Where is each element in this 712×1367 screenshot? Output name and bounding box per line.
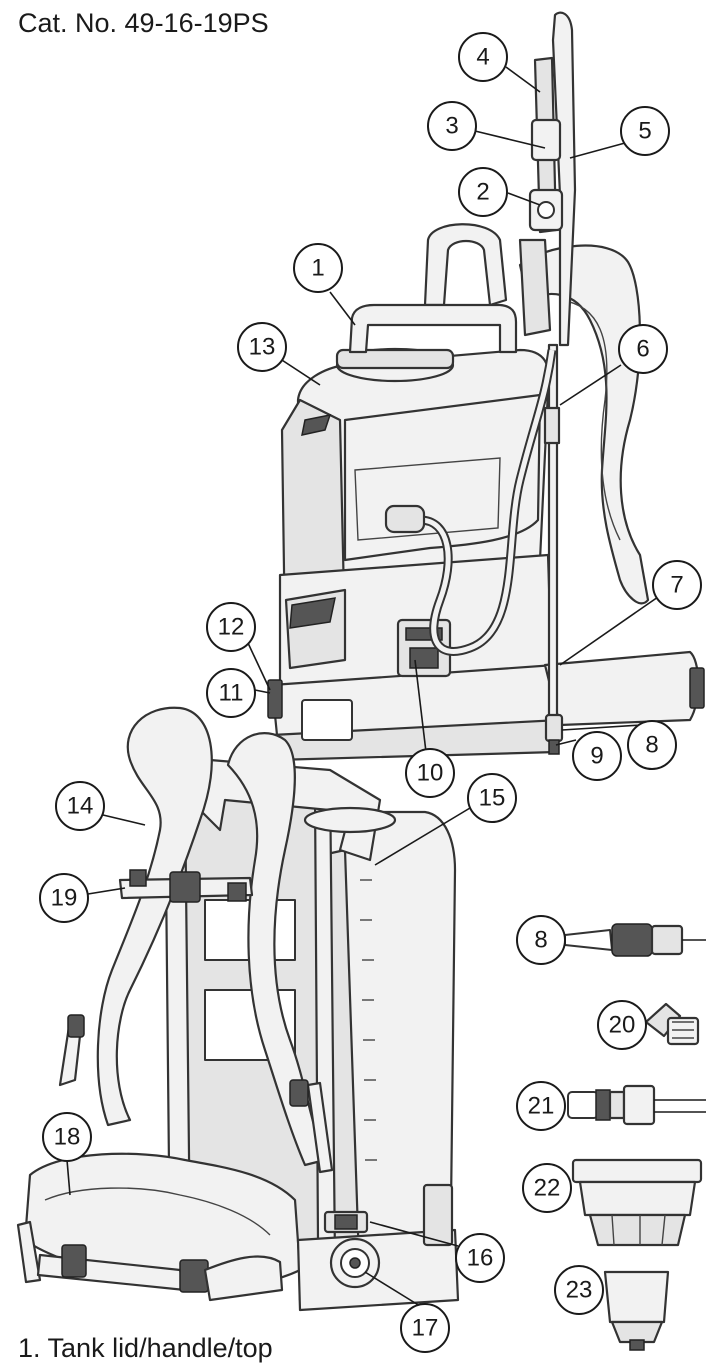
callout-12: 12	[206, 602, 256, 652]
svg-text:12: 12	[218, 614, 245, 641]
callout-22: 22	[522, 1163, 572, 1213]
svg-text:14: 14	[67, 793, 94, 820]
elbow-fitting-drawing	[644, 1002, 700, 1046]
svg-text:11: 11	[219, 680, 244, 707]
callout-10: 10	[405, 748, 455, 798]
callout-16: 16	[455, 1233, 505, 1283]
callout-11: 11	[206, 668, 256, 718]
callout-7: 7	[652, 560, 702, 610]
svg-text:19: 19	[51, 885, 78, 912]
svg-text:5: 5	[638, 118, 651, 145]
callouts: 1 2 3 4 5 6 7 8 9 10 11 12 13 14 15 19 1…	[39, 32, 702, 1353]
callout-21: 21	[516, 1081, 566, 1131]
callout-3: 3	[427, 101, 477, 151]
callout-6: 6	[618, 324, 668, 374]
callout-9: 9	[572, 731, 622, 781]
svg-text:2: 2	[476, 179, 489, 206]
callout-5: 5	[620, 106, 670, 156]
callout-17: 17	[400, 1303, 450, 1353]
callout-14: 14	[55, 781, 105, 831]
svg-text:23: 23	[566, 1277, 593, 1304]
svg-text:3: 3	[445, 113, 458, 140]
svg-text:1: 1	[311, 255, 324, 282]
svg-text:6: 6	[636, 336, 649, 363]
svg-text:18: 18	[54, 1124, 81, 1151]
svg-text:10: 10	[417, 760, 444, 787]
nozzle-drawing	[564, 923, 706, 957]
svg-text:17: 17	[412, 1315, 439, 1342]
svg-text:13: 13	[249, 334, 276, 361]
callout-8: 8	[627, 720, 677, 770]
callout-15: 15	[467, 773, 517, 823]
filter-basket-drawing	[571, 1158, 703, 1247]
sprayer-rear-drawing	[16, 706, 460, 1312]
callout-18: 18	[42, 1112, 92, 1162]
sprayer-front-drawing	[267, 11, 705, 762]
svg-text:21: 21	[528, 1093, 555, 1120]
callout-2: 2	[458, 167, 508, 217]
svg-text:9: 9	[590, 743, 603, 770]
callout-8-accessory: 8	[516, 915, 566, 965]
callout-4: 4	[458, 32, 508, 82]
adapter-drawing	[567, 1084, 706, 1126]
svg-text:20: 20	[609, 1012, 636, 1039]
svg-text:22: 22	[534, 1175, 561, 1202]
callout-19: 19	[39, 873, 89, 923]
svg-text:16: 16	[467, 1245, 494, 1272]
catalog-number: Cat. No. 49-16-19PS	[18, 8, 269, 38]
callout-20: 20	[597, 1000, 647, 1050]
svg-text:7: 7	[670, 572, 683, 599]
svg-text:8: 8	[645, 732, 658, 759]
callout-23: 23	[554, 1265, 604, 1315]
svg-text:15: 15	[479, 785, 506, 812]
callout-13: 13	[237, 322, 287, 372]
callout-1: 1	[293, 243, 343, 293]
parts-caption: 1. Tank lid/handle/top	[18, 1333, 273, 1363]
strainer-cup-drawing	[603, 1270, 670, 1351]
svg-text:8: 8	[534, 927, 547, 954]
svg-text:4: 4	[476, 44, 489, 71]
